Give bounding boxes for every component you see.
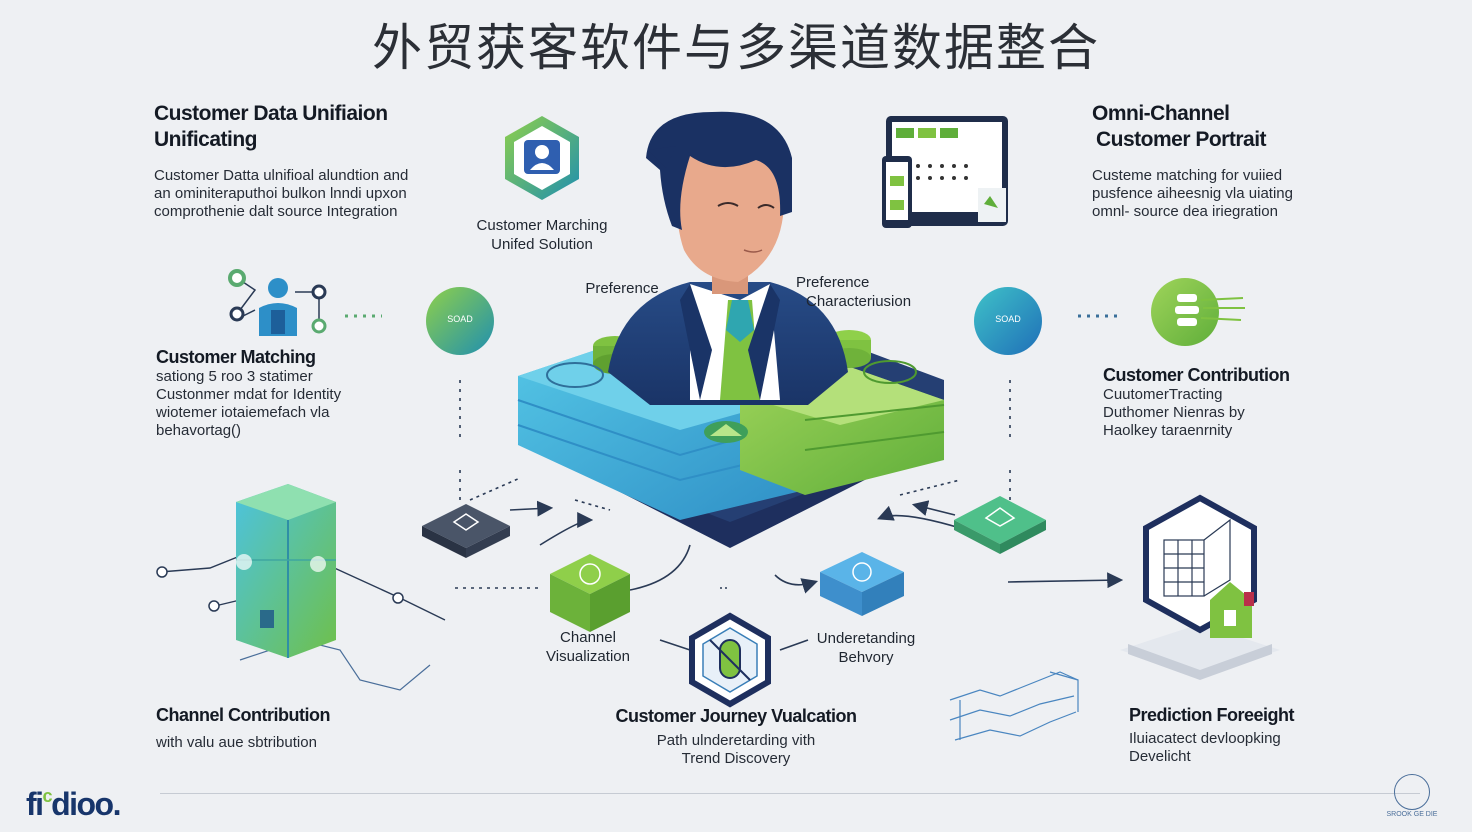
green-tile-icon <box>550 554 630 632</box>
label-line1: Preference <box>796 274 870 291</box>
customer-data-unification-section: Customer Data Unifiaion Unificating Cust… <box>154 101 454 221</box>
channel-contribution-section: Channel Contribution with valu aue sbtri… <box>156 704 416 752</box>
label-line1: Underetanding <box>816 630 916 647</box>
section-heading-line2: Customer Portrait <box>1096 128 1267 151</box>
section-text-line1: sationg 5 roo 3 statimer <box>156 368 313 385</box>
label-line2: Visualization <box>546 648 630 665</box>
customer-contribution-section: Customer Contribution CuutomerTracting D… <box>1103 364 1363 440</box>
connector-lines <box>345 314 1124 651</box>
section-heading: Customer Matching <box>156 347 316 367</box>
section-text: with valu aue sbtribution <box>156 734 317 751</box>
dark-tile-icon <box>422 504 510 558</box>
label-line2: Characteriusion <box>806 293 912 310</box>
section-text-line3: omnl- source dea iriegration <box>1092 203 1278 220</box>
preference-left-label: Preference <box>585 280 659 297</box>
label-line2: Behvory <box>838 649 894 666</box>
prediction-foresight-section: Prediction Foreeight Iluiacatect devloop… <box>1129 704 1389 766</box>
logo-accent: c <box>42 786 53 806</box>
journey-hexagon-icon <box>689 612 771 708</box>
page-title: 外贸获客软件与多渠道数据整合 <box>372 19 1100 77</box>
section-text-line3: Haolkey taraenrnity <box>1103 422 1233 439</box>
section-heading: Channel Contribution <box>156 705 330 725</box>
circle-right-text: SOAD <box>995 314 1021 324</box>
customer-matching-label: Customer Marching Unifed Solution <box>462 216 622 254</box>
preference-characterization-label: Preference Characteriusion <box>796 273 920 311</box>
section-text-line2: Trend Discovery <box>681 750 791 767</box>
section-text-line2: Develicht <box>1129 748 1191 765</box>
outline-flow-sketch <box>949 671 1079 741</box>
understanding-behavior-label: Underetanding Behvory <box>806 629 926 667</box>
label-line1: Customer Marching <box>476 217 608 234</box>
seal-text: SROOK GE DIE <box>1386 811 1438 818</box>
section-text-line1: Path ulnderetarding vith <box>656 732 816 749</box>
section-text-line1: Custeme matching for vuiied <box>1092 167 1283 184</box>
logo-text: fi <box>26 786 44 822</box>
customer-cabinet-icon <box>156 484 446 691</box>
section-heading-line2: Unificating <box>154 128 258 151</box>
section-text-line3: comprothenie dalt source Integration <box>154 203 398 220</box>
person-network-icon <box>228 269 327 336</box>
businessman-figure <box>608 111 848 405</box>
section-heading: Customer Contribution <box>1103 365 1290 385</box>
section-text-line1: Customer Datta ulnifioal alundtion and <box>154 167 409 184</box>
section-text-line1: Iluiacatect devloopking <box>1129 730 1281 747</box>
user-hexagon-icon <box>505 116 579 200</box>
omni-channel-portrait-section: Omni-Channel Customer Portrait Custeme m… <box>1092 101 1392 221</box>
seal-icon <box>1394 774 1430 810</box>
house-shield-icon <box>1120 494 1280 680</box>
section-heading: Omni-Channel <box>1092 102 1230 125</box>
section-text-line1: CuutomerTracting <box>1103 386 1223 403</box>
blue-tile-icon <box>820 552 904 616</box>
section-heading: Customer Data Unifiaion <box>154 102 388 125</box>
section-text-line2: Custonmer mdat for Identity <box>156 386 342 403</box>
customer-journey-section: Customer Journey Vualcation Path ulndere… <box>586 705 886 768</box>
right-gradient-circle <box>974 287 1042 355</box>
section-text-line2: pusfence aiheesnig vla uiating <box>1092 185 1293 202</box>
customer-matching-section: Customer Matching sationg 5 roo 3 statim… <box>156 346 416 440</box>
section-text-line4: behavortag() <box>156 422 242 439</box>
circle-left-text: SOAD <box>447 314 473 324</box>
green-pill-icon <box>1151 278 1245 346</box>
section-text-line2: Duthomer Nienras by <box>1103 404 1245 421</box>
footer-divider <box>160 793 1420 794</box>
channel-visualization-label: Channel Visualization <box>530 628 646 666</box>
section-heading: Prediction Foreeight <box>1129 705 1295 725</box>
section-heading: Customer Journey Vualcation <box>615 706 857 726</box>
tablet-dashboard-icon <box>882 116 1008 228</box>
section-text-line3: wiotemer iotaiemefach vla <box>156 404 330 421</box>
label-line2: Unifed Solution <box>491 236 593 253</box>
section-text-line2: an ominiteraputhoi bulkon lnndi upxon <box>154 185 407 202</box>
logo-rest: dioo. <box>51 786 121 822</box>
teal-tile-icon <box>954 496 1046 554</box>
brand-logo: ficdioo. <box>26 786 121 823</box>
label-line1: Channel <box>560 629 616 646</box>
left-gradient-circle <box>426 287 494 355</box>
